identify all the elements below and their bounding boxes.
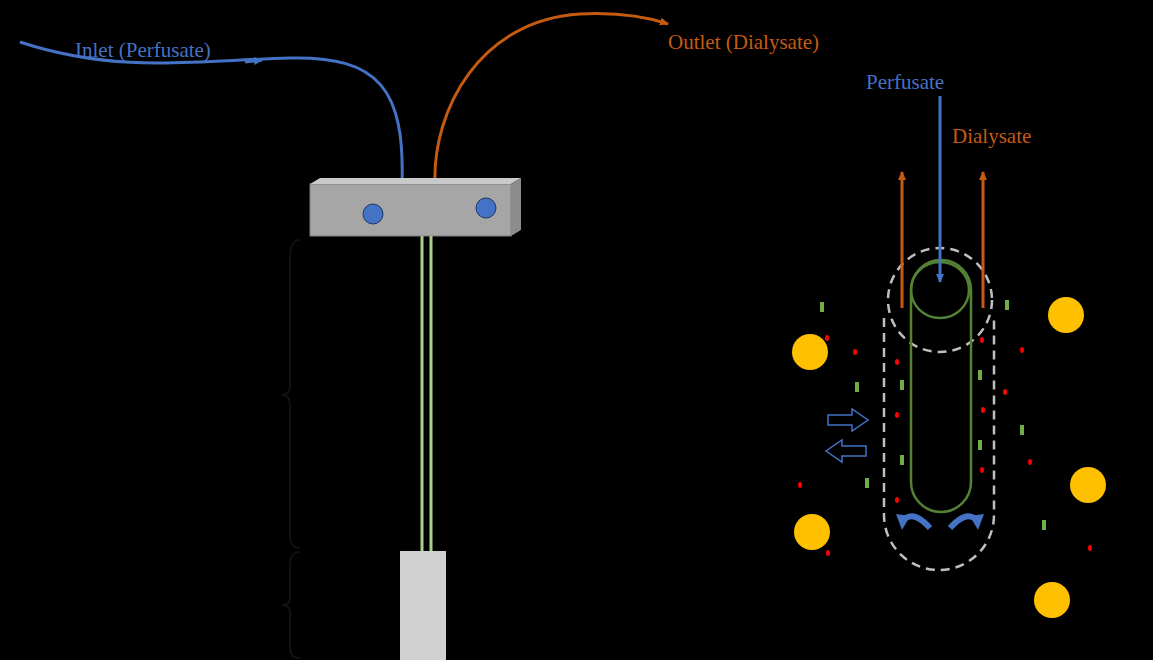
- inlet-arrow: [245, 60, 262, 62]
- flow-arrow-head: [896, 514, 910, 530]
- outlet-label: Outlet (Dialysate): [668, 30, 838, 54]
- membrane-outline: [884, 318, 994, 570]
- probe-hub-side: [511, 178, 521, 236]
- probe-hub: [310, 184, 511, 236]
- molecules-green: [820, 300, 1046, 530]
- inlet-label: Inlet (Perfusate): [75, 38, 225, 62]
- outlet-tube: [435, 14, 668, 185]
- port: [476, 198, 496, 218]
- diffusion-arrow: [828, 409, 868, 431]
- dialysate-arrow: [982, 172, 985, 308]
- molecules-red: [798, 335, 1092, 556]
- probe-hub-top: [310, 178, 521, 184]
- perfusate-arrow: [939, 96, 942, 282]
- port: [363, 204, 383, 224]
- probe-shaft: [430, 236, 433, 552]
- cells: [792, 297, 1106, 618]
- dialysate-label: Dialysate: [952, 124, 1082, 148]
- bracket: [282, 240, 300, 548]
- flow-arrow-head: [970, 514, 984, 530]
- dialysate-arrow: [901, 172, 904, 308]
- inlet-tube: [20, 42, 402, 185]
- inner-tube: [911, 260, 971, 512]
- probe-shaft: [421, 236, 424, 552]
- perfusate-label: Perfusate: [866, 70, 996, 94]
- bracket: [282, 552, 300, 658]
- membrane: [400, 551, 446, 660]
- diffusion-arrow: [826, 440, 866, 462]
